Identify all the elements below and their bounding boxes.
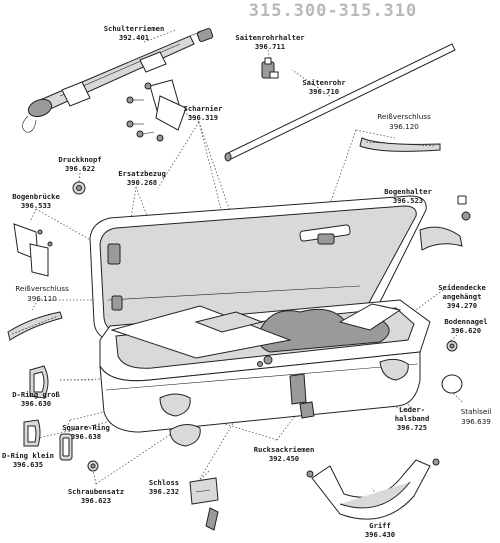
label-bogenhalter-name: Bogenhalter: [384, 187, 432, 196]
string-tube-part: [224, 43, 456, 162]
label-lederhalsband-name-2: halsband: [395, 414, 430, 423]
label-griff-code: 396.430: [365, 530, 395, 539]
screw-set-part: [87, 460, 99, 472]
label-reissverschluss-top-code: 396.120: [389, 122, 419, 131]
bottom-nail-part: [446, 340, 458, 352]
label-dring-klein-code: 396.635: [13, 460, 43, 469]
label-saitenrohrhalter-code: 396.711: [255, 42, 285, 51]
tube-holder-part: [261, 57, 279, 79]
label-saitenrohr-code: 396.710: [309, 87, 339, 96]
label-griff-name: Griff: [369, 521, 391, 530]
label-seidendecke-code: 394.270: [447, 301, 477, 310]
label-ersatzbezug-name: Ersatzbezug: [118, 169, 166, 178]
label-bodennagel-code: 396.620: [451, 326, 481, 335]
label-seidendecke-name-2: angehängt: [443, 292, 482, 301]
label-schulterriemen-code: 392.401: [119, 33, 149, 42]
silk-cover-part: [338, 303, 402, 331]
d-ring-large-part: [29, 365, 49, 399]
label-reissverschluss-left-code: 396.110: [27, 294, 57, 303]
label-seidendecke-name-1: Seidendecke: [438, 283, 486, 292]
handle-part: [306, 458, 440, 520]
lock-part: [189, 477, 219, 531]
label-scharnier-code: 396.319: [188, 113, 218, 122]
label-schloss-code: 396.232: [149, 487, 179, 496]
label-schloss-name: Schloss: [149, 478, 179, 487]
d-ring-small-part: [23, 419, 41, 447]
label-schraubensatz-name: Schraubensatz: [68, 487, 124, 496]
label-square-ring-code: 396.638: [71, 432, 101, 441]
label-lederhalsband-code: 396.725: [397, 423, 427, 432]
label-saitenrohrhalter-name: Saitenrohrhalter: [235, 33, 305, 42]
label-lederhalsband-name-1: Leder-: [399, 405, 425, 414]
label-square-ring-name: Square-Ring: [62, 423, 110, 432]
label-bogenbruecke-code: 396.533: [21, 201, 51, 210]
label-bodennagel-name: Bodennagel: [444, 317, 487, 326]
label-reissverschluss-left-name: Reißverschluss: [15, 284, 69, 293]
shoulder-strap-part: [22, 27, 214, 133]
hinge-part: [126, 79, 187, 142]
label-rucksackriemen-name: Rucksackriemen: [254, 445, 315, 454]
label-stahlseil-code: 396.639: [461, 417, 491, 426]
label-schulterriemen-name: Schulterriemen: [104, 24, 165, 33]
label-bogenhalter-code: 396.523: [393, 196, 423, 205]
label-ersatzbezug-code: 390.268: [127, 178, 157, 187]
zipper-left-part: [7, 311, 63, 341]
label-bogenbruecke-name: Bogenbrücke: [12, 192, 60, 201]
part-labels: Schulterriemen 392.401 Saitenrohrhalter …: [2, 24, 491, 539]
label-druckknopf-name: Druckknopf: [58, 155, 101, 164]
label-dring-gross-name: D-Ring groß: [12, 390, 60, 399]
steel-cable-part: [441, 374, 463, 394]
label-dring-klein-name: D-Ring klein: [2, 451, 54, 460]
bow-bridge-part: [13, 223, 53, 277]
label-scharnier-name: Scharnier: [184, 104, 224, 113]
diagram-title: 315.300-315.310: [249, 1, 418, 21]
label-stahlseil-name: Stahlseil: [461, 407, 492, 416]
label-dring-gross-code: 396.630: [21, 399, 51, 408]
label-rucksackriemen-code: 392.450: [269, 454, 299, 463]
label-saitenrohr-name: Saitenrohr: [302, 78, 346, 87]
snap-button-part: [72, 181, 86, 195]
square-ring-part: [59, 433, 73, 461]
violin-case-body: [89, 195, 431, 447]
zipper-top-part: [359, 137, 441, 152]
label-reissverschluss-top-name: Reißverschluss: [377, 112, 431, 121]
label-druckknopf-code: 396.622: [65, 164, 95, 173]
label-schraubensatz-code: 396.623: [81, 496, 111, 505]
